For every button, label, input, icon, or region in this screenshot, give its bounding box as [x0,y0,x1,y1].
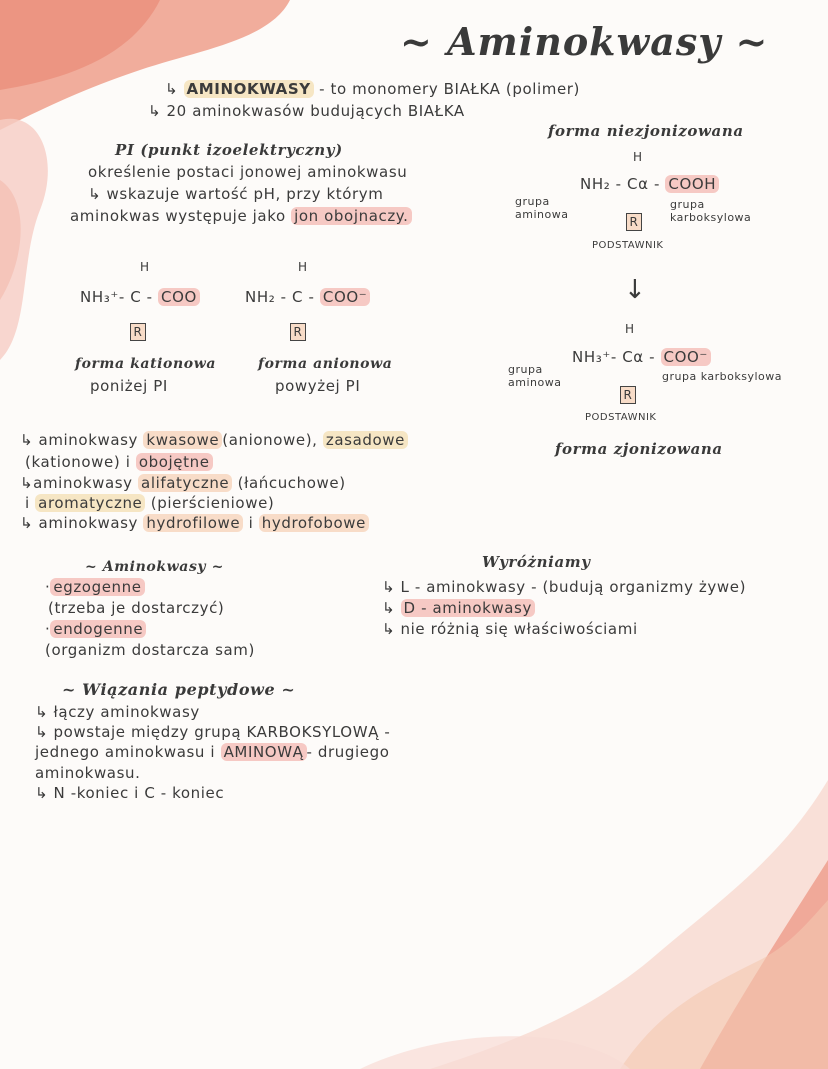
r-box: R [290,323,306,341]
arrow-icon: ↳ [165,80,179,98]
peptide-text: - drugiego [306,743,390,761]
nonionized-label-carboxyl: grupa karboksylowa [670,198,752,224]
ionized-coo: COO⁻ [660,348,711,366]
groups-heading: ~ Aminokwasy ~ [85,559,224,575]
r-box: R [130,323,146,341]
peptide-text: jednego aminokwasu i [35,743,216,761]
types-text: i [248,514,254,532]
ionized-formula-left: NH₃⁺- Cα - [572,348,656,366]
types-line-5: ↳ aminokwasy hydrofilowe i hydrofobowe [20,514,369,533]
distinguish-heading: Wyróżniamy [482,553,591,571]
pi-line-2-text: ↳ wskazuje wartość pH, przy którym [88,185,384,203]
nonionized-cooh: COOH [665,175,720,193]
types-text: ↳aminokwasy [20,474,133,492]
distinguish-line-1: ↳ L - aminokwasy - (budują organizmy żyw… [382,578,747,596]
ionized-r: R [620,385,636,404]
types-line-2: (kationowe) i obojętne [25,453,213,472]
types-line-4: i aromatyczne (pierścieniowe) [25,494,274,513]
cation-coo: COO [158,288,200,306]
peptide-heading: ~ Wiązania peptydowe ~ [62,680,296,699]
ionized-heading: forma zjonizowana [555,440,723,458]
anion-formula: NH₂ - C - COO⁻ [245,288,371,307]
term-hydrophilic: hydrofilowe [143,514,244,532]
pi-heading: PI (punkt izoelektryczny) [115,141,343,159]
types-text: i [25,494,30,512]
types-text: (pierścieniowe) [150,494,275,512]
term-aliphatic: alifatyczne [138,474,233,492]
cation-name: forma kationowa [75,356,217,372]
types-line-1: ↳ aminokwasy kwasowe(anionowe), zasadowe [20,431,408,450]
intro-line-2: ↳ 20 aminokwasów budujących BIAŁKA [148,102,465,120]
cation-formula: NH₃⁺- C - COO [80,288,200,307]
cation-r: R [130,322,146,341]
nonionized-substituent: PODSTAWNIK [592,240,664,251]
term-zwitterion: jon obojnaczy. [291,207,412,225]
peptide-line-4: aminokwasu. [35,764,141,782]
groups-endo-note: (organizm dostarcza sam) [45,641,255,659]
intro-text: - to monomery BIAŁKA (polimer) [319,80,581,98]
pi-line-3-text: aminokwas występuje jako [70,207,286,225]
groups-exo: ·egzogenne [45,578,145,597]
term-hydrophobic: hydrofobowe [258,514,369,532]
page-title: ~ Aminokwasy ~ [400,19,769,64]
r-box: R [626,213,642,231]
nonionized-formula-left: NH₂ - Cα - [580,175,661,193]
term-aromatic: aromatyczne [35,494,146,512]
intro-line-1: ↳ AMINOKWASY - to monomery BIAŁKA (polim… [165,80,580,99]
bullet-icon: · [45,578,51,596]
pi-line-1: określenie postaci jonowej aminokwasu [88,163,408,181]
anion-sub: powyżej PI [275,377,361,395]
types-text: (kationowe) i [25,453,131,471]
types-text: ↳ aminokwasy [20,431,139,449]
term-basic: zasadowe [322,431,408,449]
term-endogenous: endogenne [50,620,147,638]
distinguish-line-3: ↳ nie różnią się właściwościami [382,620,638,638]
nonionized-label-amino: grupa aminowa [515,195,569,221]
term-d-amino: D - aminokwasy [400,599,535,617]
down-arrow-icon: ↓ [624,275,647,305]
types-text: (anionowe), [222,431,318,449]
nonionized-r: R [626,212,642,231]
types-text: ↳ aminokwasy [20,514,139,532]
peptide-line-2: ↳ powstaje między grupą KARBOKSYLOWĄ - [35,723,391,741]
arrow-icon: ↳ [382,599,396,617]
bullet-icon: · [45,620,51,638]
term-aminowa: AMINOWĄ [220,743,307,761]
ionized-label-amino: grupa aminowa [508,363,562,389]
ionized-formula: NH₃⁺- Cα - COO⁻ [572,348,711,367]
term-aminokwasy: AMINOKWASY [183,80,314,98]
cation-h: H [140,260,150,274]
anion-formula-left: NH₂ - C - [245,288,315,306]
pi-line-3: aminokwas występuje jako jon obojnaczy. [70,207,412,226]
anion-name: forma anionowa [258,356,393,372]
peptide-line-3: jednego aminokwasu i AMINOWĄ- drugiego [35,743,390,762]
anion-h: H [298,260,308,274]
groups-exo-note: (trzeba je dostarczyć) [48,599,225,617]
nonionized-heading: forma niezjonizowana [548,122,744,140]
pi-line-2: ↳ wskazuje wartość pH, przy którym [88,185,383,204]
ionized-h: H [625,322,635,336]
groups-endo: ·endogenne [45,620,147,639]
ionized-label-carboxyl: grupa karboksylowa [662,370,782,383]
nonionized-h: H [633,150,643,164]
term-neutral: obojętne [135,453,213,471]
nonionized-formula: NH₂ - Cα - COOH [580,175,720,194]
types-line-3: ↳aminokwasy alifatyczne (łańcuchowe) [20,474,346,493]
r-box: R [620,386,636,404]
distinguish-line-2: ↳ D - aminokwasy [382,599,535,618]
types-text: (łańcuchowe) [237,474,346,492]
cation-formula-left: NH₃⁺- C - [80,288,153,306]
peptide-line-5: ↳ N -koniec i C - koniec [35,784,225,802]
term-exogenous: egzogenne [50,578,145,596]
term-acidic: kwasowe [143,431,223,449]
ionized-substituent: PODSTAWNIK [585,412,657,423]
anion-coo: COO⁻ [319,288,371,306]
cation-sub: poniżej PI [90,377,168,395]
peptide-line-1: ↳ łączy aminokwasy [35,703,200,721]
anion-r: R [290,322,306,341]
